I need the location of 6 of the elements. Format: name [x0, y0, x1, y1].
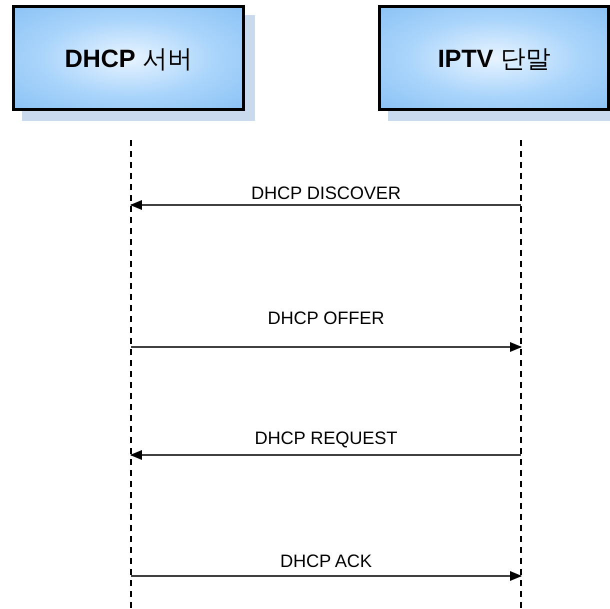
message-arrow [131, 342, 522, 352]
message-arrow [130, 200, 521, 210]
participant-name: DHCP 서버 [64, 44, 192, 74]
message-arrow [131, 571, 522, 581]
message-arrow [130, 450, 521, 460]
participant-name: IPTV 단말 [438, 44, 550, 74]
